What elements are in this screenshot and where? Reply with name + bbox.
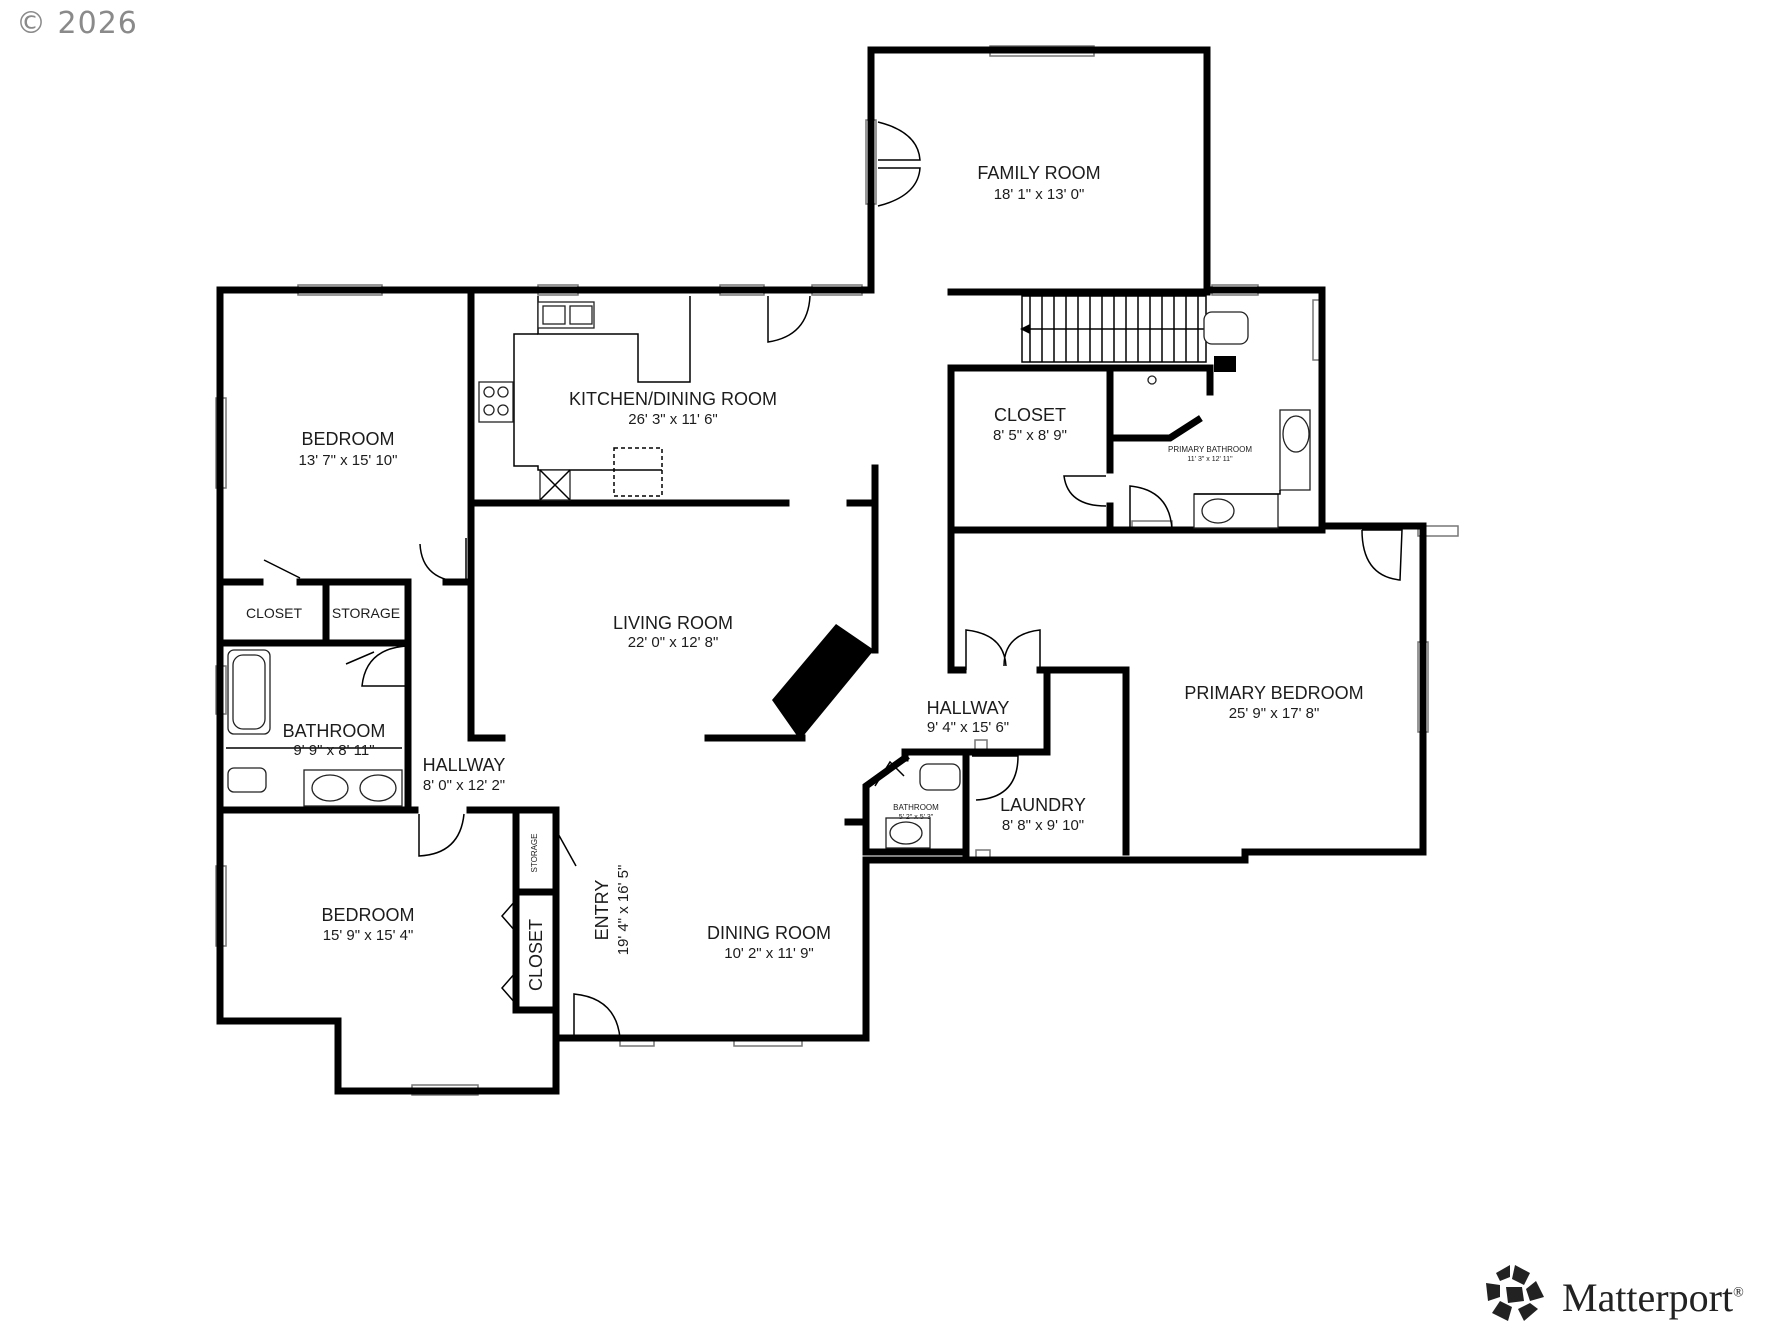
svg-text:BEDROOM: BEDROOM	[301, 429, 394, 449]
room-half-bathroom: BATHROOM 5' 2" x 5' 3"	[893, 803, 939, 821]
svg-text:DINING ROOM: DINING ROOM	[707, 923, 831, 943]
room-entry: ENTRY 19' 4" x 16' 5"	[592, 865, 632, 956]
svg-text:9' 9" x 8' 11": 9' 9" x 8' 11"	[293, 742, 374, 759]
room-hallway-left: HALLWAY 8' 0" x 12' 2"	[423, 755, 506, 794]
room-storage-vertical: STORAGE	[530, 834, 539, 873]
room-laundry: LAUNDRY 8' 8" x 9' 10"	[1000, 795, 1086, 834]
svg-text:8' 0" x 12' 2": 8' 0" x 12' 2"	[423, 777, 505, 794]
room-hallway-right: HALLWAY 9' 4" x 15' 6"	[927, 698, 1010, 736]
doors	[263, 121, 1403, 1039]
svg-text:19' 4" x 16' 5": 19' 4" x 16' 5"	[615, 865, 632, 956]
fixtures	[226, 296, 1311, 849]
svg-text:LAUNDRY: LAUNDRY	[1000, 795, 1086, 815]
svg-text:8' 8" x 9' 10": 8' 8" x 9' 10"	[1002, 817, 1084, 834]
room-bedroom-2: BEDROOM 15' 9" x 15' 4"	[321, 905, 414, 944]
svg-text:LIVING ROOM: LIVING ROOM	[613, 613, 733, 633]
room-closet-vertical: CLOSET	[526, 919, 546, 991]
svg-text:BEDROOM: BEDROOM	[321, 905, 414, 925]
svg-text:BATHROOM: BATHROOM	[893, 803, 939, 812]
svg-text:5' 2" x 5' 3": 5' 2" x 5' 3"	[899, 814, 934, 821]
svg-text:15' 9" x 15' 4": 15' 9" x 15' 4"	[323, 927, 414, 944]
svg-text:BATHROOM: BATHROOM	[283, 721, 386, 741]
svg-text:26' 3" x 11' 6": 26' 3" x 11' 6"	[628, 411, 718, 428]
svg-text:PRIMARY BEDROOM: PRIMARY BEDROOM	[1184, 683, 1363, 703]
svg-text:STORAGE: STORAGE	[530, 834, 539, 873]
svg-text:FAMILY ROOM: FAMILY ROOM	[977, 163, 1100, 183]
copyright-watermark: © 2026	[16, 6, 138, 41]
room-labels: FAMILY ROOM 18' 1" x 13' 0" BEDROOM 13' …	[246, 163, 1364, 991]
svg-text:CLOSET: CLOSET	[246, 605, 302, 621]
room-family-room: FAMILY ROOM 18' 1" x 13' 0"	[977, 163, 1100, 203]
svg-text:PRIMARY BATHROOM: PRIMARY BATHROOM	[1168, 445, 1252, 454]
room-primary-bedroom: PRIMARY BEDROOM 25' 9" x 17' 8"	[1184, 683, 1363, 722]
svg-text:13' 7" x 15' 10": 13' 7" x 15' 10"	[299, 452, 398, 469]
room-storage-small: STORAGE	[332, 605, 400, 621]
room-primary-bathroom: PRIMARY BATHROOM 11' 3" x 12' 11"	[1168, 445, 1252, 463]
svg-text:8' 5" x 8' 9": 8' 5" x 8' 9"	[993, 427, 1067, 444]
svg-text:10' 2" x 11' 9": 10' 2" x 11' 9"	[724, 945, 814, 962]
room-dining-room: DINING ROOM 10' 2" x 11' 9"	[707, 923, 831, 962]
svg-text:HALLWAY: HALLWAY	[927, 698, 1010, 718]
svg-text:KITCHEN/DINING ROOM: KITCHEN/DINING ROOM	[569, 389, 777, 409]
svg-text:25' 9" x 17' 8": 25' 9" x 17' 8"	[1229, 705, 1320, 722]
svg-text:CLOSET: CLOSET	[994, 405, 1066, 425]
matterport-logo-icon	[1486, 1265, 1544, 1321]
svg-text:ENTRY: ENTRY	[592, 880, 612, 941]
svg-text:22' 0" x 12' 8": 22' 0" x 12' 8"	[628, 634, 719, 651]
svg-text:CLOSET: CLOSET	[526, 919, 546, 991]
room-closet-small: CLOSET	[246, 605, 302, 621]
room-bedroom-1: BEDROOM 13' 7" x 15' 10"	[299, 429, 398, 469]
svg-text:9' 4" x 15' 6": 9' 4" x 15' 6"	[927, 719, 1009, 736]
walls	[216, 46, 1427, 1095]
svg-text:STORAGE: STORAGE	[332, 605, 400, 621]
matterport-logo-text: Matterport®	[1562, 1275, 1744, 1320]
svg-text:11' 3" x 12' 11": 11' 3" x 12' 11"	[1187, 456, 1233, 463]
svg-text:18' 1" x 13' 0": 18' 1" x 13' 0"	[994, 186, 1085, 203]
room-closet-master: CLOSET 8' 5" x 8' 9"	[993, 405, 1067, 444]
room-kitchen-dining: KITCHEN/DINING ROOM 26' 3" x 11' 6"	[569, 389, 777, 428]
svg-text:HALLWAY: HALLWAY	[423, 755, 506, 775]
room-bathroom: BATHROOM 9' 9" x 8' 11"	[283, 721, 386, 759]
room-living-room: LIVING ROOM 22' 0" x 12' 8"	[613, 613, 733, 651]
